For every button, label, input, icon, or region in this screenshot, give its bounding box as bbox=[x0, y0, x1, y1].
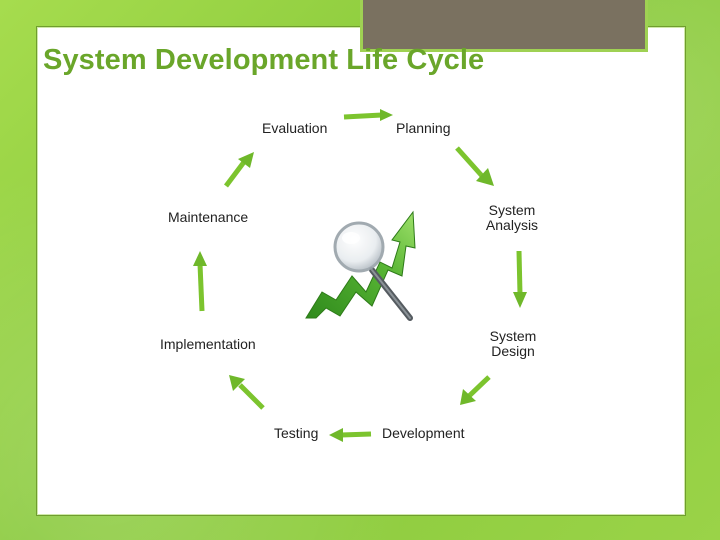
slide-title: System Development Life Cycle bbox=[43, 44, 485, 76]
decorative-tab bbox=[360, 0, 648, 52]
stage-label-system-design: System Design bbox=[489, 328, 537, 359]
growth-arrow-magnifier-icon bbox=[305, 210, 416, 321]
arrow-analysis-to-design bbox=[513, 250, 527, 308]
stage-label-implementation: Implementation bbox=[160, 336, 256, 352]
stage-label-system-analysis: System Analysis bbox=[485, 202, 539, 233]
stage-label-development: Development bbox=[382, 425, 465, 441]
arrow-maintenance-to-evaluation bbox=[224, 152, 254, 188]
stage-label-maintenance: Maintenance bbox=[168, 209, 249, 225]
arrow-planning-to-analysis bbox=[455, 146, 494, 186]
arrow-evaluation-to-planning bbox=[343, 109, 393, 121]
arrow-development-to-testing bbox=[329, 428, 372, 442]
stage-label-testing: Testing bbox=[274, 425, 319, 441]
arrow-design-to-development bbox=[460, 375, 491, 405]
arrow-testing-to-implementation bbox=[229, 375, 265, 410]
stage-label-evaluation: Evaluation bbox=[262, 120, 328, 136]
stage-label-planning: Planning bbox=[396, 120, 451, 136]
arrow-implementation-to-maintenance bbox=[193, 251, 207, 312]
